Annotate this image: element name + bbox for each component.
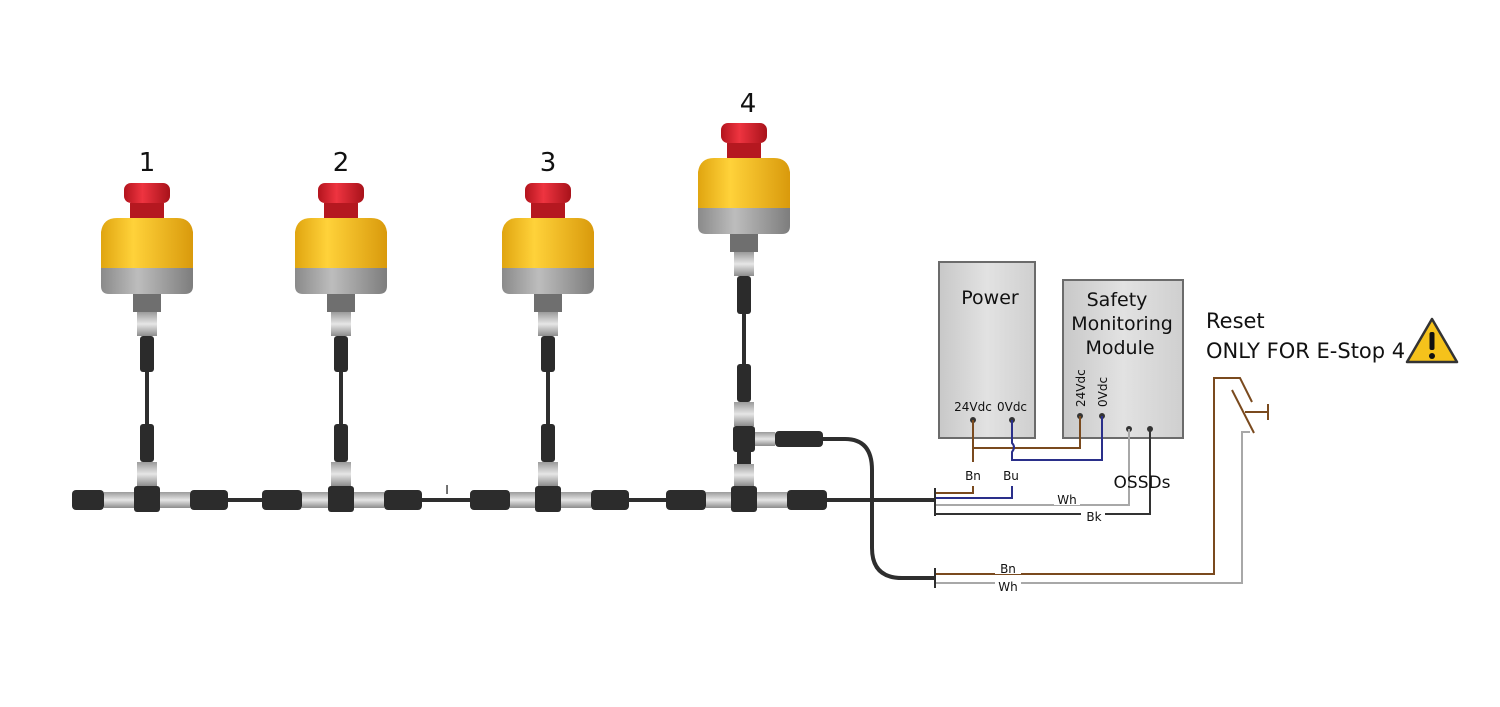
wire-label-bn: Bn	[965, 469, 981, 483]
tee-connector-4	[666, 486, 827, 512]
estop-3-number: 3	[540, 148, 557, 178]
wire-label-wh: Wh	[1057, 493, 1076, 507]
reset-title: Reset	[1206, 309, 1265, 333]
estop-button	[525, 183, 571, 203]
estop-2-number: 2	[333, 148, 350, 178]
warning-triangle-icon	[1405, 317, 1459, 364]
wiring	[936, 377, 1253, 584]
power-title: Power	[961, 287, 1019, 309]
wire-label-bk: Bk	[1086, 510, 1101, 524]
estop-1: 1	[101, 148, 193, 486]
power-terminal-24v: 24Vdc	[954, 400, 992, 414]
power-terminal-0v: 0Vdc	[997, 400, 1027, 414]
wire-label-wh-reset: Wh	[998, 580, 1017, 594]
estop-button	[721, 123, 767, 143]
tee-connector-2	[262, 486, 422, 512]
tee-connector-1	[112, 486, 228, 512]
module-terminal-24v: 24Vdc	[1074, 369, 1088, 407]
module-title-line3: Module	[1085, 337, 1154, 359]
safety-monitoring-module: Safety Monitoring Module 24Vdc 0Vdc	[1062, 279, 1184, 439]
estop-1-number: 1	[139, 148, 156, 178]
module-title-line1: Safety	[1087, 289, 1148, 311]
tee-connector-3	[470, 486, 629, 512]
wire-label-bu: Bu	[1003, 469, 1019, 483]
reset-switch	[1231, 389, 1269, 434]
wire-label-bn-reset: Bn	[1000, 562, 1016, 576]
estop-2: 2	[295, 148, 387, 486]
estop-4-number: 4	[740, 89, 757, 119]
ossds-label: OSSDs	[1114, 473, 1171, 493]
estop-4: 4	[698, 89, 823, 486]
cable-mark: I	[445, 483, 449, 497]
reset-note: ONLY FOR E-Stop 4	[1206, 339, 1405, 363]
module-terminal-0v: 0Vdc	[1096, 377, 1110, 407]
power-supply-box: Power 24Vdc 0Vdc	[938, 261, 1036, 439]
estop-3: 3	[502, 148, 594, 486]
module-title-line2: Monitoring	[1071, 313, 1173, 335]
estop-button	[318, 183, 364, 203]
reset-cable	[823, 437, 935, 580]
estop-button	[124, 183, 170, 203]
